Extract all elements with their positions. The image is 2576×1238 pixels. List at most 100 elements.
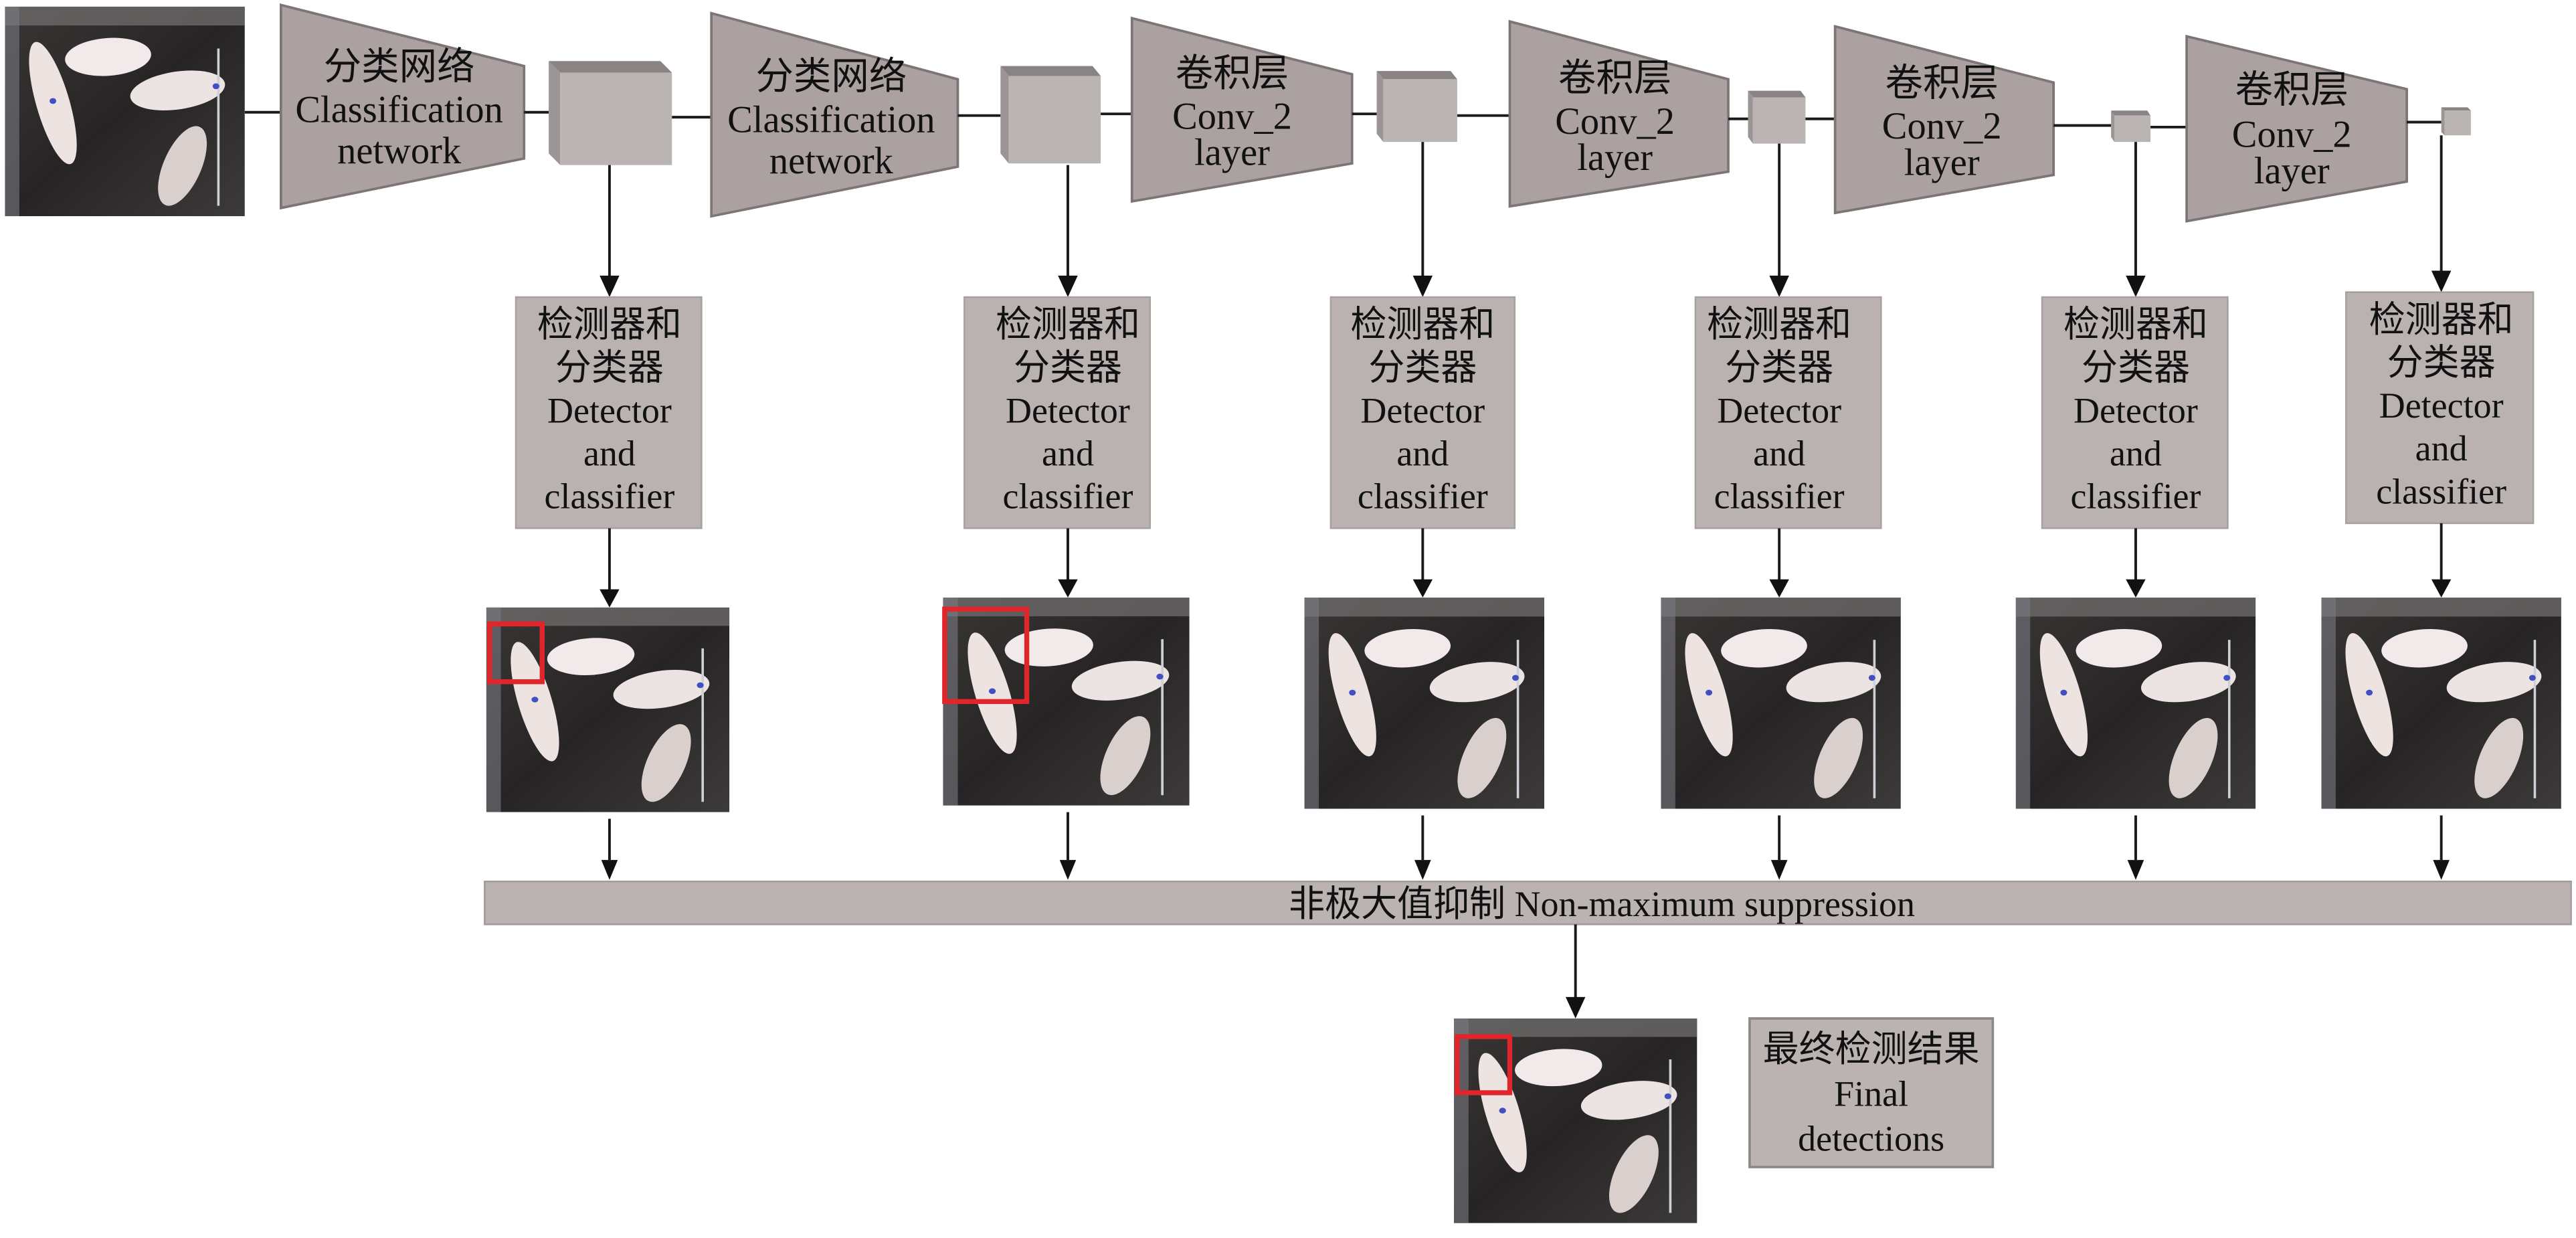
final-detections-box: 最终检测结果 Final detections (1748, 1017, 1995, 1168)
detector-label: Detector (1360, 390, 1485, 430)
stage-classification-network-2: 分类网络 Classification network (710, 11, 959, 218)
stage-label-zh: 卷积层 (1176, 53, 1289, 94)
arrowhead (600, 589, 620, 608)
stage-label-en: network (769, 141, 894, 182)
feature-map-cube (549, 61, 672, 165)
final-label-en: detections (1798, 1118, 1944, 1158)
stage-conv2-layer-3: 卷积层 Conv_2 layer (1833, 25, 2055, 215)
detection-result-image (1304, 597, 1545, 809)
detector-label: 检测器和 (1350, 304, 1495, 345)
detector-label: classifier (1714, 476, 1845, 517)
detection-result-image (2321, 597, 2561, 809)
stage-label-en: layer (1194, 132, 1270, 174)
detector-box (515, 296, 703, 529)
arrowhead (1058, 579, 1078, 598)
feature-map-cube (1376, 71, 1457, 143)
detector-label: 分类器 (1014, 347, 1122, 387)
detector-box (1694, 296, 1882, 529)
detector-label: and (1396, 433, 1449, 473)
detector-label: classifier (2376, 471, 2506, 511)
detector-label: 检测器和 (537, 304, 682, 345)
nms-label: 非极大值抑制 Non-maximum suppression (1289, 884, 1915, 924)
stage-classification-network-1: 分类网络 Classification network (280, 3, 526, 210)
detector-label: 分类器 (1368, 347, 1477, 387)
arrowhead (601, 860, 618, 880)
detector-label: classifier (544, 476, 674, 517)
detector-label: 检测器和 (1707, 304, 1851, 345)
detector-label: and (2415, 428, 2468, 468)
arrowhead (1769, 275, 1789, 297)
stage-label-zh: 分类网络 (324, 46, 475, 88)
detector-label: Detector (2379, 385, 2504, 426)
stage-label-en: layer (1904, 142, 1980, 183)
final-label-en: Final (1834, 1074, 1908, 1114)
stage-label-zh: 卷积层 (1558, 58, 1671, 100)
arrowhead (600, 275, 620, 297)
detector-label: 检测器和 (2063, 304, 2208, 345)
detection-result-image (2015, 597, 2256, 809)
feature-map-cube (2441, 107, 2471, 136)
arrowhead (2127, 860, 2144, 880)
feature-map-cube (2111, 110, 2151, 143)
arrowhead (1412, 275, 1433, 297)
stage-label-zh: 卷积层 (2235, 70, 2349, 111)
stage-conv2-layer-1: 卷积层 Conv_2 layer (1130, 16, 1354, 203)
arrowhead (2431, 270, 2452, 292)
stage-label-en: Conv_2 (2232, 114, 2352, 155)
detector-label: and (1042, 433, 1094, 473)
detector-label: classifier (2071, 476, 2201, 517)
detection-result-image (1661, 597, 1901, 809)
detection-result-image (486, 607, 730, 812)
detection-bounding-box (487, 621, 545, 685)
detector-label: Detector (547, 390, 672, 430)
stage-conv2-layer-4: 卷积层 Conv_2 layer (2185, 34, 2408, 223)
arrowhead (1414, 860, 1431, 880)
arrowhead (2126, 579, 2146, 598)
detector-label: 检测器和 (996, 304, 1140, 345)
stage-label-en: Classification (295, 89, 503, 130)
stage-label-en: layer (2254, 151, 2330, 192)
final-label-zh: 最终检测结果 (1763, 1029, 1980, 1069)
detector-label: 分类器 (2387, 343, 2496, 383)
detector-label: Detector (1717, 390, 1841, 430)
detector-label: and (583, 433, 636, 473)
stage-label-en: Conv_2 (1882, 106, 2002, 147)
stage-conv2-layer-2: 卷积层 Conv_2 layer (1508, 19, 1730, 208)
detector-label: Detector (1006, 390, 1130, 430)
feature-map-cube (1000, 66, 1101, 164)
detection-bounding-box (942, 606, 1030, 705)
detector-box (2345, 291, 2535, 525)
nms-bar: 非极大值抑制 Non-maximum suppression (484, 880, 2572, 925)
detector-label: 分类器 (555, 347, 664, 387)
stage-label-en: layer (1577, 137, 1653, 179)
stage-label-en: Conv_2 (1172, 96, 1292, 137)
detector-label: classifier (1358, 476, 1488, 517)
stage-label-en: Classification (727, 99, 935, 141)
arrowhead (1565, 996, 1586, 1019)
arrowhead (1059, 860, 1077, 880)
detector-label: 分类器 (2082, 347, 2190, 387)
detector-label: and (1753, 433, 1805, 473)
arrowhead (1412, 579, 1433, 598)
detector-label: 检测器和 (2369, 300, 2514, 340)
detector-box (2041, 296, 2229, 529)
detection-bounding-box (1455, 1034, 1513, 1095)
arrowhead (1770, 860, 1788, 880)
stage-label-en: Conv_2 (1555, 101, 1675, 143)
detector-box (963, 296, 1151, 529)
arrowhead (1769, 579, 1789, 598)
input-image (5, 6, 245, 217)
stage-label-zh: 卷积层 (1885, 63, 1999, 104)
final-detection-image (1453, 1018, 1697, 1223)
detector-label: classifier (1003, 476, 1133, 517)
feature-map-cube (1748, 90, 1806, 144)
arrowhead (2431, 579, 2452, 598)
detector-label: Detector (2074, 390, 2198, 430)
